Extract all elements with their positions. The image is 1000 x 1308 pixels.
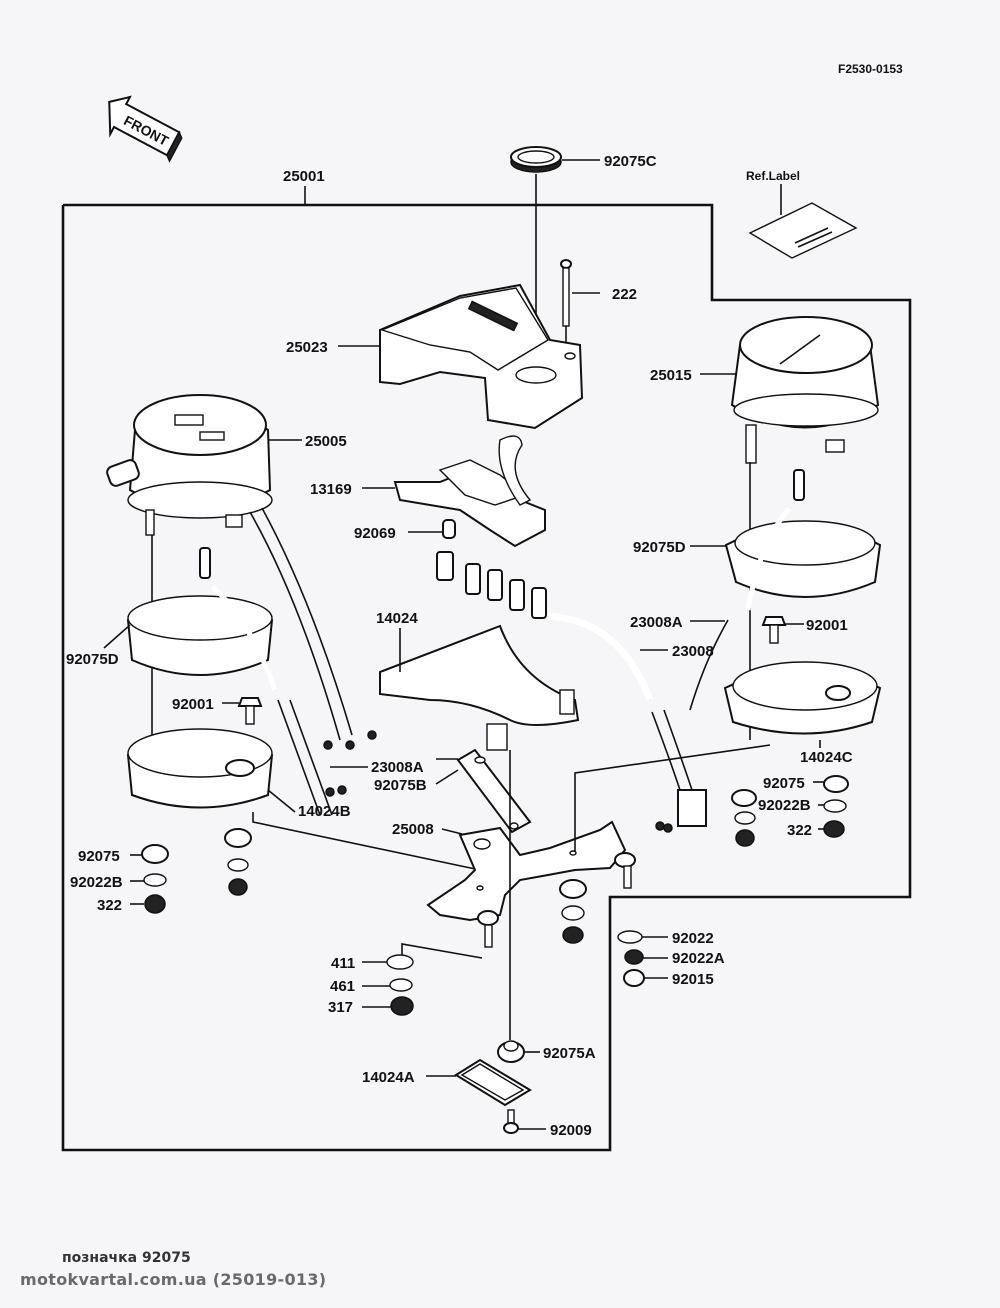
bulb-sockets (436, 551, 547, 619)
label-92075a: 92075A (543, 1045, 596, 1062)
label-23008a-right: 23008A (630, 614, 683, 631)
left-hardware-stack-2 (224, 828, 252, 896)
label-92022b-left: 92022B (70, 874, 123, 891)
label-92075-right: 92075 (763, 775, 805, 792)
ref-label-text: Ref.Label (746, 169, 800, 183)
bolt-92001-left (237, 697, 263, 725)
nut-317 (390, 996, 414, 1016)
washer-92022 (617, 930, 643, 944)
label-14024: 14024 (376, 610, 418, 627)
screw-92009 (503, 1109, 519, 1134)
wire-terminals-left (323, 730, 377, 797)
label-92075b: 92075B (374, 777, 427, 794)
label-92001-right: 92001 (806, 617, 848, 634)
bracket-14024 (379, 624, 580, 751)
figure-code: F2530-0153 (838, 62, 903, 76)
label-13169: 13169 (310, 481, 352, 498)
footer-caption: позначка 92075 (62, 1250, 191, 1266)
right-hardware-stack (731, 789, 757, 847)
label-222: 222 (612, 286, 637, 303)
label-23008: 23008 (672, 643, 714, 660)
center-hardware-stack (559, 879, 587, 944)
washer-461 (389, 978, 413, 992)
front-arrow-icon: FRONT (108, 95, 183, 163)
washer-92022a (624, 949, 644, 965)
tachometer-25015 (730, 316, 880, 464)
label-317: 317 (328, 999, 353, 1016)
label-92009: 92009 (550, 1122, 592, 1139)
ring-92075d-right (724, 469, 882, 611)
label-461: 461 (330, 978, 355, 995)
label-322-right: 322 (787, 822, 812, 839)
label-25023: 25023 (286, 339, 328, 356)
assembly-frame (61, 203, 912, 1152)
speedometer-25005 (106, 394, 353, 741)
grommet-92075a (497, 1040, 525, 1063)
label-92075d-left: 92075D (66, 651, 119, 668)
nut-92075-right (823, 775, 849, 793)
cup-14024c (723, 661, 882, 735)
bulb-92069 (442, 519, 456, 539)
nut-322-right (823, 820, 845, 838)
ring-92075d-left (126, 547, 278, 691)
ref-label-card (748, 202, 858, 259)
wire-connector (655, 789, 707, 833)
label-92075d-right: 92075D (633, 539, 686, 556)
bolt-222 (560, 259, 572, 327)
washer-92022b-left (143, 873, 167, 887)
label-92022b-right: 92022B (758, 797, 811, 814)
label-92001-left: 92001 (172, 696, 214, 713)
grommet-92075c (510, 146, 562, 173)
label-14024a: 14024A (362, 1069, 415, 1086)
bracket-25008 (426, 820, 636, 948)
label-25005: 25005 (305, 433, 347, 450)
indicator-housing-25023 (379, 283, 584, 430)
footer-source: motokvartal.com.ua (25019-013) (20, 1270, 327, 1289)
label-322-left: 322 (97, 897, 122, 914)
nut-92015 (623, 969, 645, 987)
cup-14024b (126, 728, 274, 809)
nut-92075-left (141, 844, 169, 864)
washer-411 (386, 954, 414, 970)
washer-92022b-right (823, 799, 847, 813)
label-92022: 92022 (672, 930, 714, 947)
label-92075-left: 92075 (78, 848, 120, 865)
label-25001: 25001 (283, 168, 325, 185)
label-23008a-left: 23008A (371, 759, 424, 776)
nut-322-left (144, 894, 166, 914)
label-14024b: 14024B (298, 803, 351, 820)
bracket-13169 (393, 435, 546, 548)
plate-14024a (454, 1058, 532, 1107)
plate-92075b (456, 748, 532, 834)
label-92075c: 92075C (604, 153, 657, 170)
label-92022a: 92022A (672, 950, 725, 967)
label-14024c: 14024C (800, 749, 853, 766)
label-25015: 25015 (650, 367, 692, 384)
label-411: 411 (331, 955, 355, 972)
label-92069: 92069 (354, 525, 396, 542)
label-25008: 25008 (392, 821, 434, 838)
label-92015: 92015 (672, 971, 714, 988)
bolt-92001-right (761, 616, 787, 644)
